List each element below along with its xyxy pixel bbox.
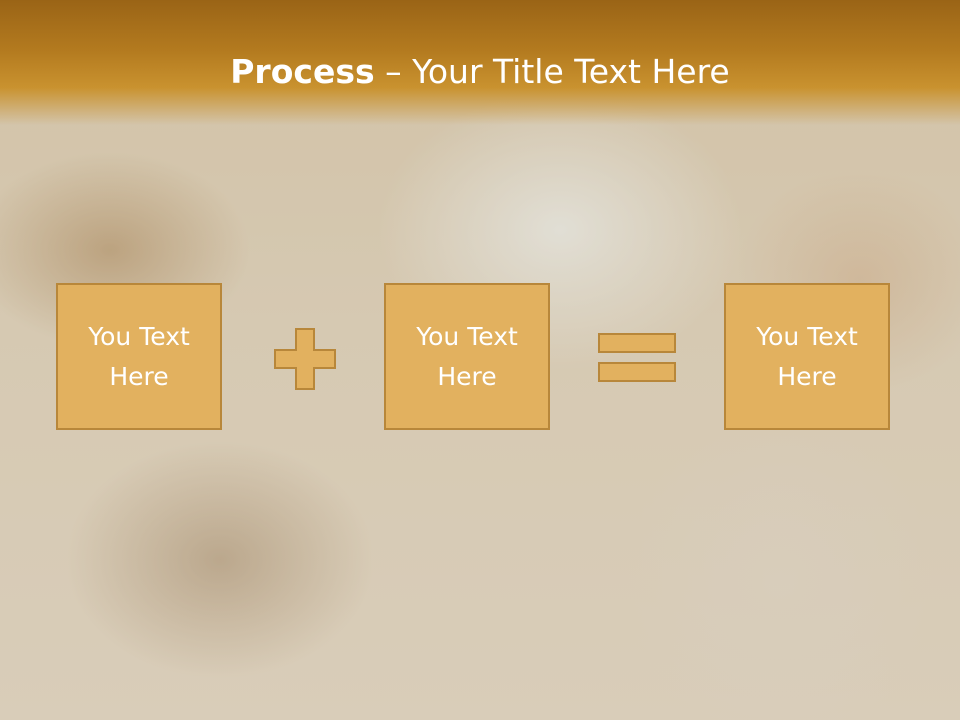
plus-icon	[274, 328, 336, 390]
equals-icon	[598, 333, 676, 382]
slide-title[interactable]: Process – Your Title Text Here	[0, 52, 960, 91]
title-rest: – Your Title Text Here	[374, 52, 730, 91]
process-box-1-text: You Text Here	[88, 321, 190, 391]
process-box-3[interactable]: You Text Here	[724, 283, 890, 430]
process-box-3-text: You Text Here	[756, 321, 858, 391]
process-box-2[interactable]: You Text Here	[384, 283, 550, 430]
process-box-1[interactable]: You Text Here	[56, 283, 222, 430]
title-bold: Process	[230, 52, 375, 91]
title-bar	[0, 0, 960, 125]
process-box-2-text: You Text Here	[416, 321, 518, 391]
